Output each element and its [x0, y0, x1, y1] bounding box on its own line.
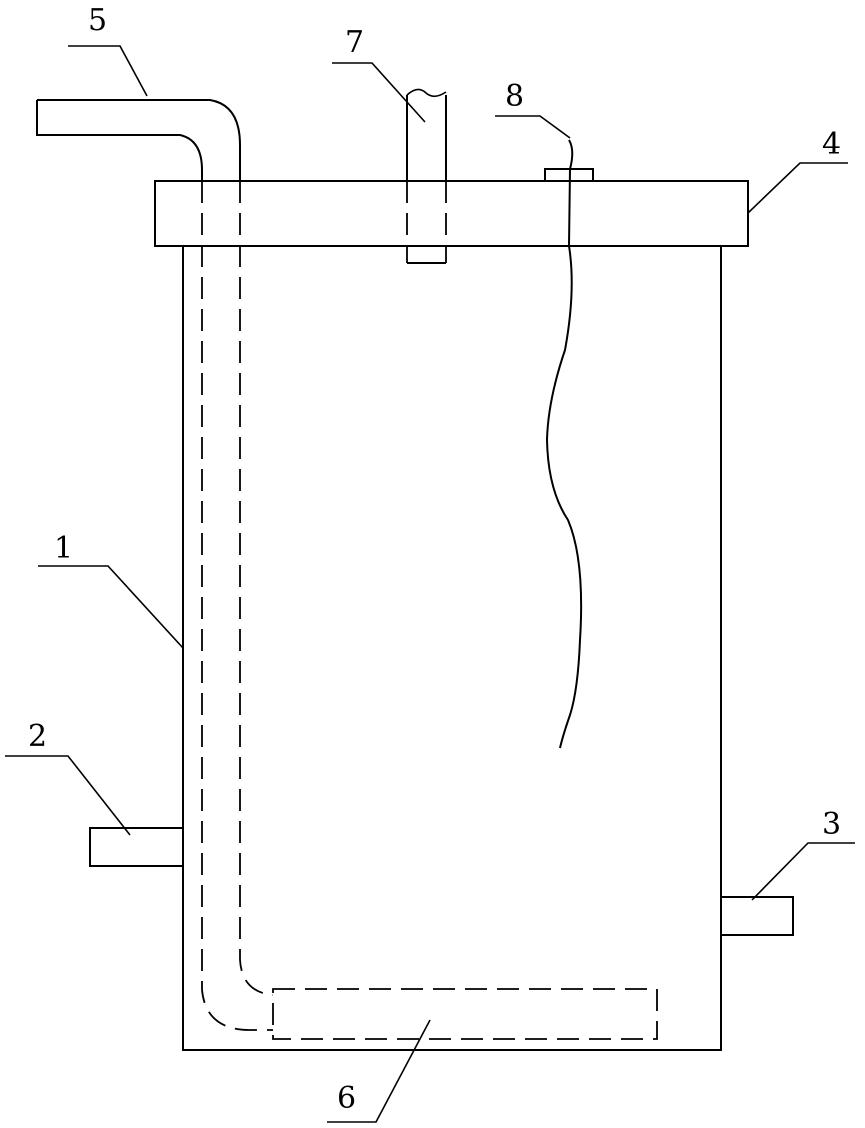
bent-pipe-exterior	[36, 99, 241, 181]
leader-line-1	[38, 565, 184, 649]
label-6: 6	[337, 1081, 356, 1116]
diffuser	[272, 988, 658, 1040]
leader-line-8	[495, 115, 571, 139]
leader-line-2	[5, 755, 131, 836]
label-8: 8	[505, 79, 524, 114]
bent-pipe-interior	[201, 181, 273, 1031]
container-body	[182, 245, 722, 1051]
label-5: 5	[88, 3, 107, 38]
label-3: 3	[822, 807, 841, 842]
label-7: 7	[345, 25, 364, 60]
leader-line-5	[68, 45, 148, 97]
lid	[154, 180, 749, 247]
label-4: 4	[822, 127, 841, 162]
leader-line-3	[751, 842, 855, 901]
leader-line-6	[327, 1019, 431, 1123]
bent-pipe-interior-inner	[239, 181, 274, 996]
wire	[545, 139, 583, 749]
label-2: 2	[28, 719, 47, 754]
tube-exterior	[406, 95, 447, 181]
label-1: 1	[54, 531, 73, 566]
outlet-port	[720, 896, 794, 936]
tube-break-mark	[406, 88, 447, 98]
inlet-port	[89, 827, 184, 867]
leader-line-7	[332, 62, 426, 123]
leader-line-4	[747, 162, 848, 214]
tube-interior	[406, 181, 447, 263]
